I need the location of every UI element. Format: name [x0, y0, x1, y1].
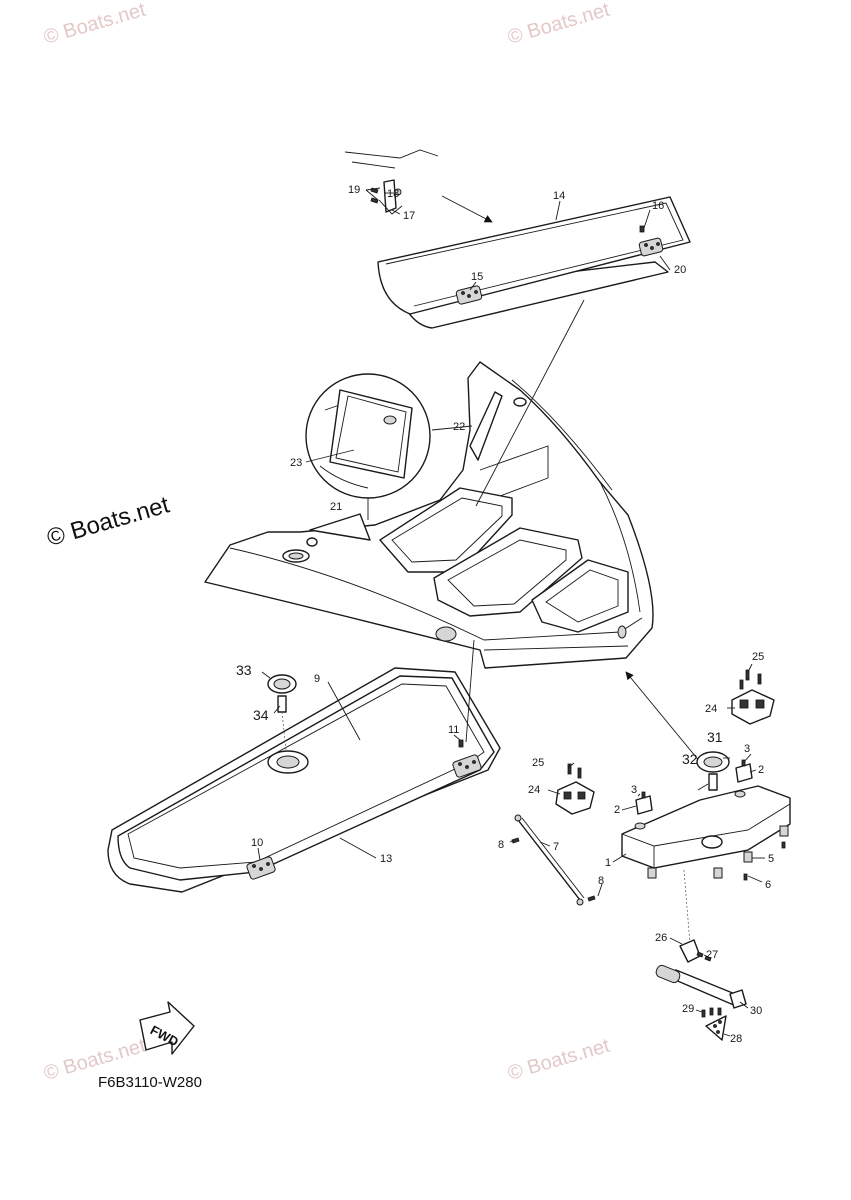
callout-24-lower: 24 — [528, 784, 540, 796]
diagram-code: F6B3110-W280 — [98, 1074, 202, 1091]
callout-24-upper: 24 — [705, 703, 717, 715]
drain-plug-31 — [696, 751, 730, 791]
damper-bracket — [679, 939, 712, 963]
callout-25-upper: 25 — [752, 651, 764, 663]
callout-9: 9 — [314, 673, 320, 685]
callout-29: 29 — [682, 1003, 694, 1015]
clip-2-3-right — [735, 759, 753, 783]
mounting-plate — [621, 785, 791, 881]
callout-7: 7 — [553, 841, 559, 853]
detail-inset-hatch — [305, 373, 431, 499]
hull-deck — [204, 361, 654, 669]
callout-8-right: 8 — [598, 875, 604, 887]
callout-6: 6 — [765, 879, 771, 891]
callout-31: 31 — [707, 729, 723, 745]
callout-33: 33 — [236, 662, 252, 678]
callout-13: 13 — [380, 853, 392, 865]
callout-34: 34 — [253, 707, 269, 723]
callout-14: 14 — [553, 190, 565, 202]
bracket-24-upper — [731, 669, 775, 725]
callout-2-left: 2 — [614, 804, 620, 816]
callout-22: 22 — [453, 421, 465, 433]
support-rod — [511, 814, 596, 906]
arrow-latch-to-lid — [441, 195, 493, 223]
bracket-24-lower — [555, 763, 595, 815]
callout-18: 18 — [387, 188, 399, 200]
leader-lines — [257, 187, 765, 1037]
callout-8-left: 8 — [498, 839, 504, 851]
callout-15: 15 — [471, 271, 483, 283]
callout-27: 27 — [706, 949, 718, 961]
watermark-top-left: © Boats.net — [41, 0, 148, 49]
callout-11: 11 — [448, 724, 459, 736]
callout-20: 20 — [674, 264, 686, 276]
callout-23: 23 — [290, 457, 302, 469]
callout-2-right: 2 — [758, 764, 764, 776]
callout-16: 16 — [652, 200, 664, 212]
damper-plate — [701, 1007, 727, 1041]
callout-5: 5 — [768, 853, 774, 865]
fwd-arrow-icon: FWD — [139, 1001, 195, 1055]
watermark-bottom-right: © Boats.net — [505, 1035, 612, 1085]
clip-2-3-left — [635, 791, 653, 815]
drain-plug-33 — [267, 674, 297, 713]
storage-lid-lower — [107, 667, 501, 893]
callout-10: 10 — [251, 837, 263, 849]
gas-damper — [655, 964, 747, 1009]
callout-26: 26 — [655, 932, 667, 944]
callout-25-lower: 25 — [532, 757, 544, 769]
callout-28: 28 — [730, 1033, 742, 1045]
callout-3-right: 3 — [744, 743, 750, 755]
callout-30: 30 — [750, 1005, 762, 1017]
callout-3-left: 3 — [631, 784, 637, 796]
callout-17: 17 — [403, 210, 415, 222]
callout-labels: 14 16 20 15 19 18 17 22 23 21 33 34 9 11… — [236, 184, 774, 1045]
lid-latch-assembly — [370, 179, 403, 215]
callout-21: 21 — [330, 501, 342, 513]
watermark-top-right: © Boats.net — [505, 0, 612, 49]
callout-19: 19 — [348, 184, 360, 196]
callout-32: 32 — [682, 751, 698, 767]
arrow-plate-to-deck — [625, 671, 706, 769]
storage-lid-upper — [344, 149, 691, 329]
callout-1: 1 — [605, 857, 611, 869]
